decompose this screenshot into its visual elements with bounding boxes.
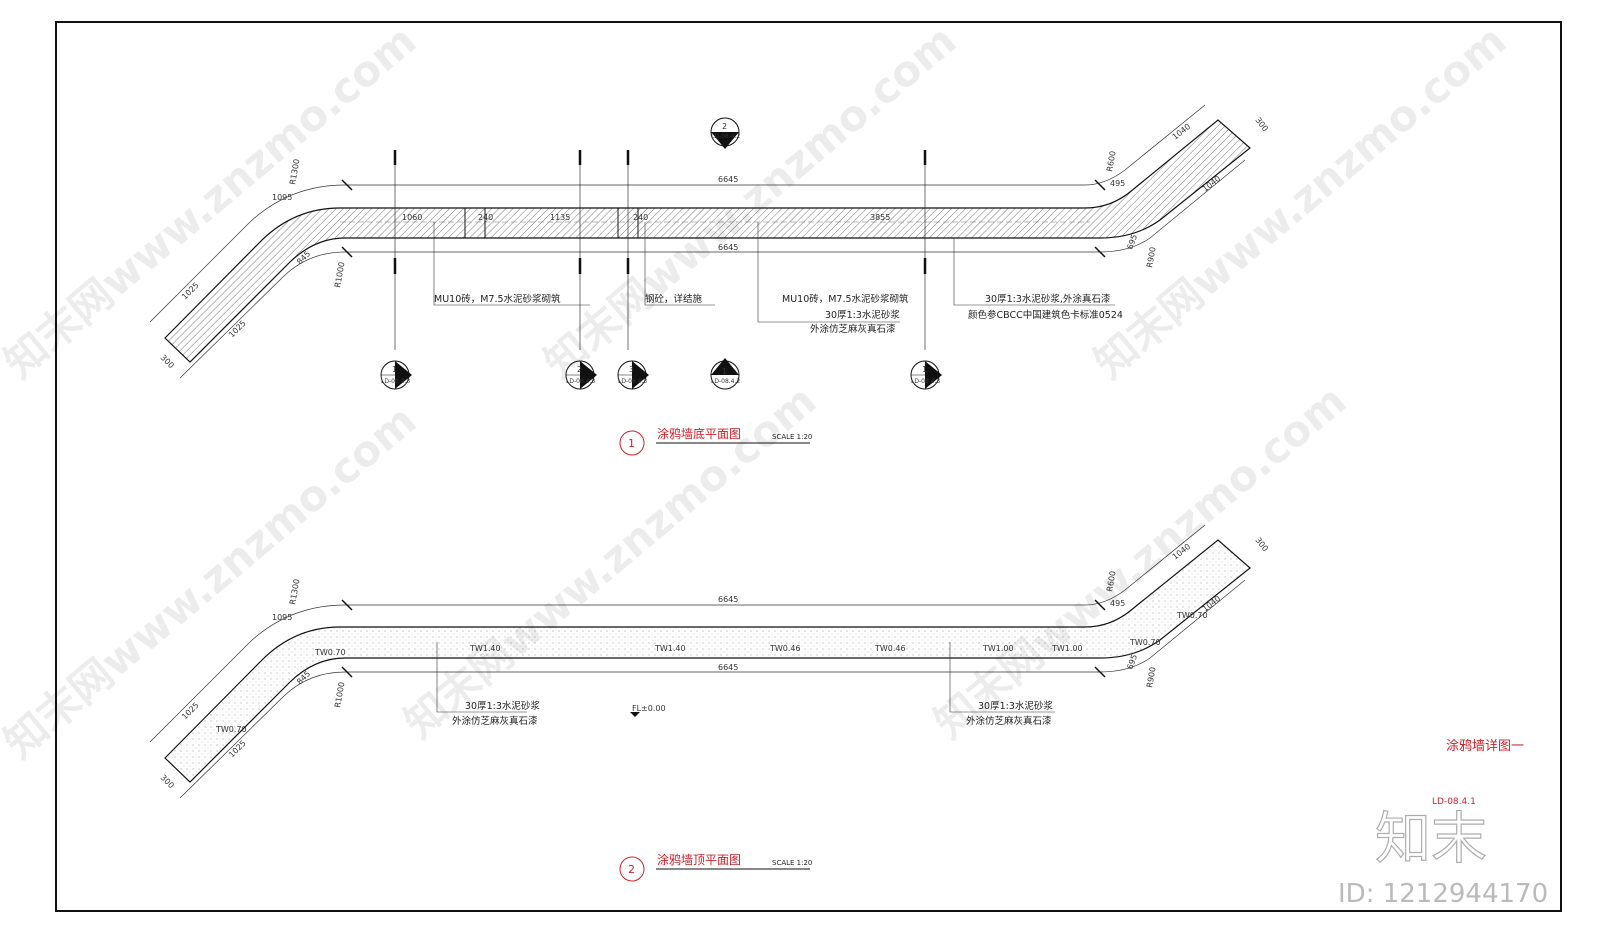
plan2-dim-695: 695 [1125, 653, 1139, 670]
plan1-dim-r1300: R1300 [288, 158, 301, 185]
plan1-dim-seg-c: 1135 [550, 213, 570, 222]
plan1-dim-695: 695 [1125, 233, 1139, 250]
plan2-dim-495: 495 [1110, 599, 1125, 608]
plan1-dim-left-width: 300 [159, 353, 176, 370]
plan2-dim-bottom: 6645 [718, 663, 738, 672]
sheet-title: 涂鸦墙详图一 [1446, 738, 1524, 754]
watermark-id: ID: 1212944170 [1338, 879, 1548, 909]
plan2-title-block: 2 涂鸦墙顶平面图 SCALE 1:20 [619, 852, 812, 882]
plan2-dim-r900: R900 [1145, 666, 1157, 688]
svg-text:LD-08.4.3: LD-08.4.3 [911, 378, 940, 385]
plan2-note-mortar-right: 30厚1:3水泥砂浆 [978, 700, 1053, 712]
svg-text:1: 1 [922, 365, 927, 374]
plan2-tw-label: TW0.70 [1129, 638, 1161, 647]
plan1-title-block: 1 涂鸦墙底平面图 SCALE 1:20 [619, 426, 812, 456]
plan1-dim-top: 6645 [718, 175, 738, 184]
watermark-site: 知末网www.znzmo.com [395, 376, 825, 748]
watermark-site: 知末网www.znzmo.com [535, 16, 965, 388]
plan2-tw-label: TW0.70 [215, 725, 247, 734]
plan2-tw-label: TW1.40 [654, 644, 686, 653]
plan2-dim-left-outer: 1095 [272, 613, 292, 622]
svg-text:1: 1 [392, 365, 397, 374]
svg-text:1: 1 [722, 367, 727, 376]
plan2-title: 涂鸦墙顶平面图 [657, 852, 741, 867]
plan1-dim-bottom: 6645 [718, 243, 738, 252]
svg-text:LD-08.4.2: LD-08.4.2 [711, 133, 740, 140]
svg-text:2: 2 [628, 863, 635, 876]
plan2-tw-label: TW1.00 [1051, 644, 1083, 653]
plan1-dim-r600: R600 [1105, 150, 1117, 172]
plan1-dim-seg-b: 240 [478, 213, 493, 222]
svg-text:2: 2 [577, 365, 582, 374]
svg-text:1: 1 [628, 437, 635, 450]
plan1-dim-right-outer: 1040 [1171, 122, 1193, 142]
plan1-dim-left-diag-top: 1025 [180, 281, 201, 302]
plan2-note-paint-right: 外涂仿芝麻灰真石漆 [966, 715, 1052, 727]
svg-text:LD-08.4.3: LD-08.4.3 [618, 378, 647, 385]
plan1-top-mark[interactable]: 2 LD-08.4.2 [710, 117, 740, 149]
plan2-dim-r600: R600 [1105, 570, 1117, 592]
svg-text:LD-08.4.3: LD-08.4.3 [566, 378, 595, 385]
plan1-scale: SCALE 1:20 [772, 433, 812, 441]
plan2-tw-label: TW1.40 [469, 644, 501, 653]
plan1-dim-495: 495 [1110, 179, 1125, 188]
plan2-note-mortar-left: 30厚1:3水泥砂浆 [465, 700, 540, 712]
plan2-dim-right-width: 300 [1253, 536, 1270, 554]
plan1-dim-seg-e: 3855 [870, 213, 890, 222]
plan1-note-brick-2: MU10砖，M7.5水泥砂浆砌筑 [782, 293, 909, 305]
plan1-dim-right-width: 300 [1253, 116, 1270, 134]
svg-text:LD-08.4.3: LD-08.4.3 [381, 378, 410, 385]
plan2-tw-label: TW1.00 [982, 644, 1014, 653]
plan1-title: 涂鸦墙底平面图 [657, 426, 741, 441]
plan1-note-concrete: 钢砼，详结施 [645, 293, 703, 305]
plan2-tw-label: TW0.70 [1176, 611, 1208, 620]
sheet-number: LD-08.4.1 [1432, 797, 1476, 807]
plan2-dim-r1000: R1000 [333, 681, 346, 708]
plan2-wall [149, 524, 1251, 799]
plan2-fl-label: FL±0.00 [632, 704, 666, 713]
svg-text:3: 3 [629, 365, 634, 374]
svg-text:LD-08.4.2: LD-08.4.2 [711, 378, 740, 385]
plan1-dim-left-outer: 1095 [272, 193, 292, 202]
plan2-scale: SCALE 1:20 [772, 859, 812, 867]
plan2-dim-left-width: 300 [159, 773, 176, 790]
plan1-note-color: 颜色参CBCC中国建筑色卡标准0524 [968, 309, 1123, 321]
plan1-section-mark-4[interactable]: 1 LD-08.4.2 [710, 358, 740, 390]
plan2-dim-top: 6645 [718, 595, 738, 604]
plan1-section-mark-3[interactable]: 3 LD-08.4.3 [617, 360, 649, 390]
watermark-site: 知末网www.znzmo.com [925, 376, 1355, 748]
plan1-note-brick-1: MU10砖，M7.5水泥砂浆砌筑 [434, 293, 561, 305]
plan1-note-paint: 外涂仿芝麻灰真石漆 [810, 323, 896, 335]
sheet-border [55, 21, 1562, 912]
plan1-dim-seg-a: 1060 [402, 213, 422, 222]
plan2-dim-left-diag-top: 1025 [180, 701, 201, 722]
plan1-note-mortar-paint: 30厚1:3水泥砂浆,外涂真石漆 [985, 293, 1111, 305]
plan2-tw-label: TW0.46 [769, 644, 801, 653]
plan2-tw-label: TW0.70 [314, 648, 346, 657]
svg-text:2: 2 [722, 122, 727, 131]
plan2-note-paint-left: 外涂仿芝麻灰真石漆 [452, 715, 538, 727]
plan1-section-mark-5[interactable]: 1 LD-08.4.3 [910, 360, 942, 390]
plan2-dim-r1300: R1300 [288, 578, 301, 605]
plan1-dim-r1000: R1000 [333, 261, 346, 288]
plan1-note-mortar: 30厚1:3水泥砂浆 [825, 309, 900, 321]
plan1-wall [149, 104, 1251, 379]
watermark-brand: 知末 [1375, 807, 1487, 872]
plan1-dim-seg-d: 240 [633, 213, 648, 222]
plan1-section-mark-1[interactable]: 1 LD-08.4.3 [380, 360, 412, 390]
plan1-dim-r900: R900 [1145, 246, 1157, 268]
plan1-section-mark-2[interactable]: 2 LD-08.4.3 [565, 360, 597, 390]
plan2-tw-label: TW0.46 [874, 644, 906, 653]
